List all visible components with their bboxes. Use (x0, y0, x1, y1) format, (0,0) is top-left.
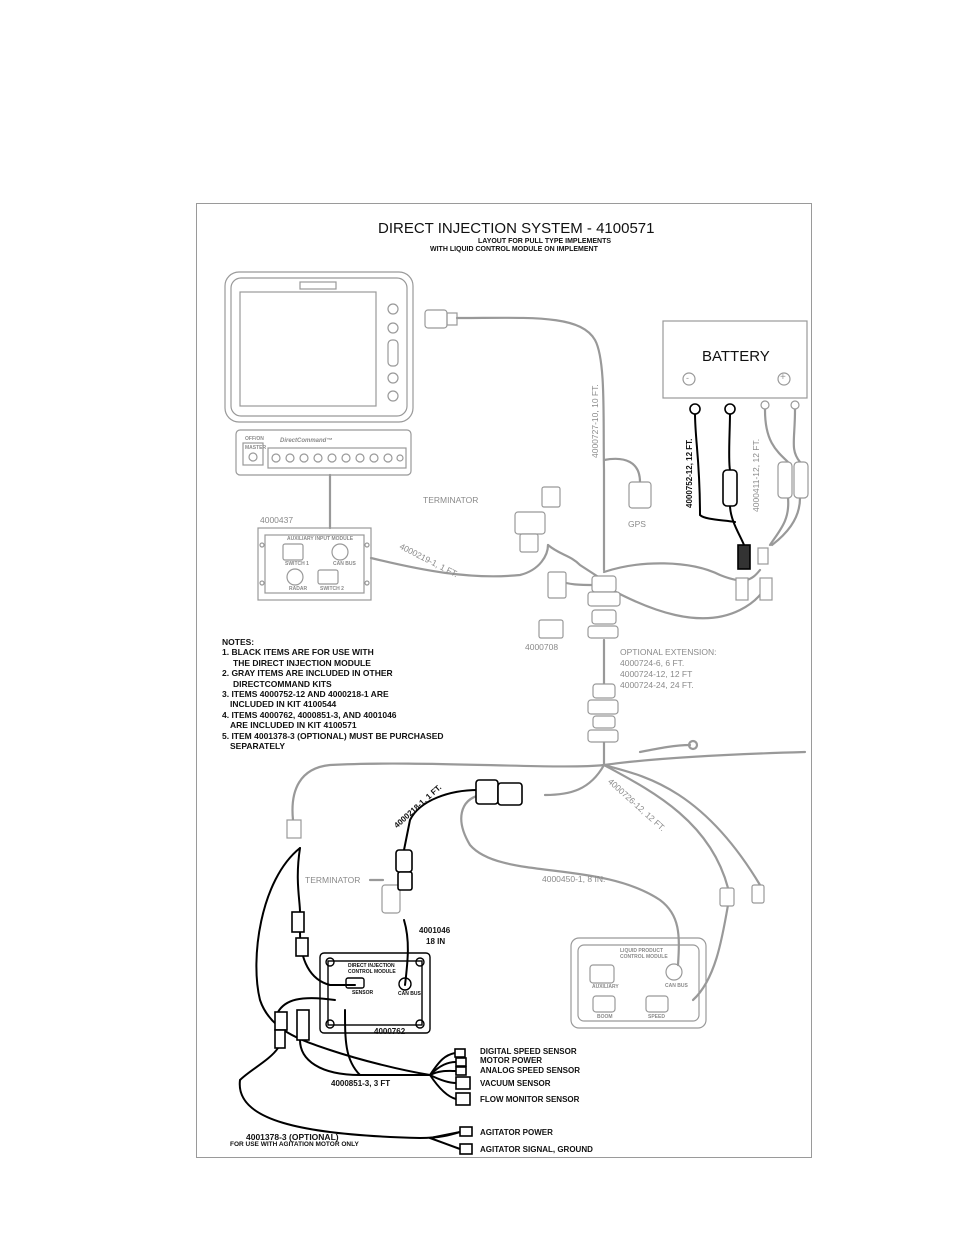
note-line: NOTES: (222, 637, 255, 647)
sensor-digital-speed: DIGITAL SPEED SENSOR (480, 1047, 577, 1056)
label-terminator-top: TERMINATOR (423, 495, 479, 505)
label-item-4000708: 4000708 (525, 642, 559, 652)
label-item-4001046-length: 18 IN (426, 937, 446, 946)
note-line: 3. ITEMS 4000752-12 AND 4000218-1 ARE (222, 689, 389, 700)
gray-connectors (286, 400, 809, 914)
battery-label: BATTERY (702, 348, 770, 365)
sensor-vacuum: VACUUM SENSOR (480, 1079, 551, 1088)
lpc-title-1: LIQUID PRODUCT (620, 948, 664, 954)
sensor-flow-monitor: FLOW MONITOR SENSOR (480, 1095, 580, 1104)
note-line: DIRECTCOMMAND KITS (233, 678, 332, 689)
agitator-signal-ground: AGITATOR SIGNAL, GROUND (480, 1145, 593, 1154)
di-port-sensor: SENSOR (352, 990, 374, 996)
label-aux-id: 4000437 (260, 515, 294, 525)
label-item-4001378-note: FOR USE WITH AGITATION MOTOR ONLY (230, 1141, 359, 1148)
lpc-port-boom: BOOM (597, 1014, 613, 1020)
diagram-title: DIRECT INJECTION SYSTEM - 4100571 (378, 220, 655, 237)
label-optional-extension: OPTIONAL EXTENSION: (620, 647, 717, 657)
aux-port-canbus: CAN BUS (333, 561, 356, 567)
label-cable-4000411: 4000411-12, 12 FT. (751, 438, 761, 512)
diagram-subtitle-2: WITH LIQUID CONTROL MODULE ON IMPLEMENT (430, 246, 598, 253)
aux-input-module (257, 527, 372, 601)
display-unit (224, 271, 458, 423)
lpc-port-speed: SPEED (648, 1014, 665, 1020)
label-cable-4000727: 4000727-10, 10 FT. (590, 384, 600, 458)
battery-box (662, 320, 808, 399)
aux-port-switch2: SWITCH 2 (320, 586, 344, 592)
note-line: 2. GRAY ITEMS ARE INCLUDED IN OTHER (222, 668, 393, 679)
agitator-power: AGITATOR POWER (480, 1128, 553, 1137)
aux-port-switch1: SWITCH 1 (285, 561, 309, 567)
lpc-port-aux: AUXILIARY (592, 984, 619, 990)
label-item-4001046: 4001046 (419, 926, 451, 935)
sensor-analog-speed: ANALOG SPEED SENSOR (480, 1066, 581, 1075)
label-terminator-bottom: TERMINATOR (305, 875, 361, 885)
di-control-module (319, 952, 431, 1034)
lpc-title-2: CONTROL MODULE (620, 954, 668, 960)
label-ext-12ft: 4000724-12, 12 FT (620, 669, 693, 679)
aux-module-title: AUXILIARY INPUT MODULE (287, 536, 354, 542)
note-line: INCLUDED IN KIT 4100544 (230, 699, 337, 710)
di-port-canbus: CAN BUS (398, 991, 421, 997)
diagram-subtitle-1: LAYOUT FOR PULL TYPE IMPLEMENTS (478, 238, 612, 245)
note-line: 4. ITEMS 4000762, 4000851-3, AND 4001046 (222, 709, 397, 720)
label-ext-24ft: 4000724-24, 24 FT. (620, 680, 694, 690)
console-brand: DirectCommand™ (280, 438, 333, 444)
label-cable-4000752: 4000752-12, 12 FT. (685, 438, 694, 508)
label-cable-4000450: 4000450-1, 8 IN. (542, 874, 606, 884)
note-line: 1. BLACK ITEMS ARE FOR USE WITH (222, 647, 374, 658)
sensor-motor-power: MOTOR POWER (480, 1056, 543, 1065)
console-onoff-label: OFF/ON (245, 436, 264, 442)
console-master-label: MASTER (245, 445, 267, 451)
console-unit (235, 429, 412, 476)
battery-neg: - (686, 373, 689, 383)
di-module-title-2: CONTROL MODULE (348, 969, 396, 975)
note-line: 5. ITEM 4001378-3 (OPTIONAL) MUST BE PUR… (222, 730, 444, 741)
black-connectors (274, 403, 751, 1155)
lpc-port-canbus: CAN BUS (665, 983, 688, 989)
gray-cables (291, 316, 807, 1002)
note-line: SEPARATELY (230, 741, 286, 752)
liquid-product-control-module (570, 937, 707, 1029)
label-cable-4000851: 4000851-3, 3 FT (331, 1079, 391, 1088)
di-module-title-1: DIRECT INJECTION (348, 963, 395, 969)
label-gps: GPS (628, 519, 646, 529)
diagram-frame (196, 203, 812, 1158)
notes-block: NOTES: 1. BLACK ITEMS ARE FOR USE WITH T… (222, 637, 444, 751)
label-item-4001378: 4001378-3 (OPTIONAL) (246, 1132, 339, 1142)
battery-pos: + (780, 372, 786, 383)
note-line: THE DIRECT INJECTION MODULE (233, 657, 371, 668)
label-ext-6ft: 4000724-6, 6 FT. (620, 658, 685, 668)
aux-port-radar: RADAR (289, 586, 308, 592)
label-item-4000762: 4000762 (374, 1027, 406, 1036)
note-line: ARE INCLUDED IN KIT 4100571 (230, 720, 357, 731)
